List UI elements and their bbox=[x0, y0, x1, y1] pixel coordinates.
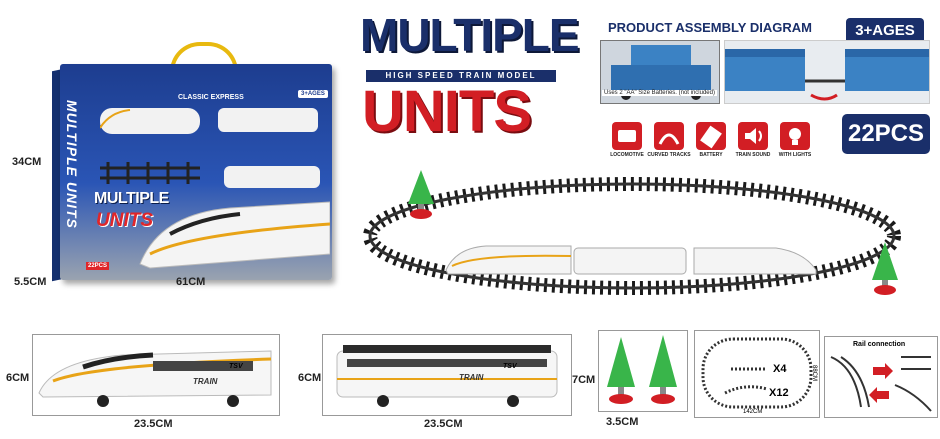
tree-image bbox=[408, 170, 434, 219]
box-loco-image bbox=[100, 108, 200, 134]
feature-label-locomotive: LOCOMOTIVE bbox=[610, 152, 644, 158]
box-classic-label: CLASSIC EXPRESS bbox=[178, 94, 244, 101]
rail-connection-image bbox=[830, 356, 932, 412]
layout-width-label: 142CM bbox=[743, 409, 763, 415]
box-track-image bbox=[100, 162, 200, 184]
layout-height-label: 88CM bbox=[811, 365, 817, 382]
box-pcs-label: 22PCS bbox=[86, 262, 110, 270]
box-front bbox=[60, 64, 332, 280]
car-panel: TSV TRAIN bbox=[322, 334, 572, 416]
sound-icon bbox=[738, 122, 768, 150]
rail-connection-label: Rail connection bbox=[853, 341, 906, 348]
box-ages-label: 3+AGES bbox=[298, 90, 328, 98]
box-multiple-text: MULTIPLE bbox=[94, 190, 169, 207]
box-vertical-title: MULTIPLE UNITS bbox=[64, 100, 80, 229]
locomotive-panel: TSV TRAIN bbox=[32, 334, 280, 416]
title-tagline: HIGH SPEED TRAIN MODEL bbox=[366, 70, 556, 82]
box-car-image-2 bbox=[224, 166, 320, 188]
battery-icon bbox=[696, 122, 726, 150]
title-units: UNITS bbox=[362, 79, 532, 144]
loco-train-text: TRAIN bbox=[193, 377, 218, 386]
trees-panel bbox=[598, 330, 688, 412]
box-height-label: 34CM bbox=[12, 156, 42, 168]
light-icon bbox=[780, 122, 810, 150]
car-image bbox=[336, 345, 558, 407]
box-front-train bbox=[139, 201, 330, 269]
loco-height-label: 6CM bbox=[6, 372, 30, 384]
tree-image-2 bbox=[872, 242, 898, 295]
box-units-text: UNITS bbox=[96, 210, 153, 231]
feature-label-battery: BATTERY bbox=[699, 152, 723, 158]
loco-tsv: TSV bbox=[229, 363, 243, 370]
coupling-image bbox=[724, 40, 930, 104]
loco-length-label: 23.5CM bbox=[134, 418, 173, 430]
car-height-label: 6CM bbox=[298, 372, 322, 384]
layout-train bbox=[445, 245, 817, 275]
battery-note: Uses 2 "AA" Size Batteries. (not include… bbox=[602, 90, 717, 96]
product-box: MULTIPLE UNITS CLASSIC EXPRESS 3+AGES MU… bbox=[52, 42, 332, 282]
tree-height-label: 7CM bbox=[572, 374, 596, 386]
box-car-image bbox=[218, 108, 318, 132]
title-multiple: MULTIPLE bbox=[360, 9, 580, 61]
box-train-illustrations bbox=[100, 108, 320, 188]
car-length-label: 23.5CM bbox=[424, 418, 463, 430]
ages-badge: 3+AGES bbox=[846, 18, 924, 44]
track-diagram bbox=[701, 337, 813, 409]
box-width-label: 61CM bbox=[176, 276, 206, 288]
track-layout-image bbox=[363, 177, 901, 295]
locomotive-icon bbox=[612, 122, 642, 150]
track-diagram-panel: X4 X12 88CM 142CM bbox=[694, 330, 820, 418]
pieces-badge: 22PCS bbox=[842, 114, 930, 154]
box-depth-label: 5.5CM bbox=[14, 276, 47, 288]
car-tsv: TSV bbox=[503, 363, 517, 370]
curved-count: X12 bbox=[769, 387, 789, 399]
feature-label-lights: WITH LIGHTS bbox=[778, 152, 812, 158]
curved-track-icon bbox=[654, 122, 684, 150]
car-train-text: TRAIN bbox=[459, 373, 484, 382]
assembly-title: PRODUCT ASSEMBLY DIAGRAM bbox=[608, 20, 812, 35]
locomotive-image bbox=[38, 350, 272, 407]
trees-image bbox=[607, 335, 677, 404]
rail-connection-panel: Rail connection bbox=[824, 336, 938, 418]
feature-label-sound: TRAIN SOUND bbox=[735, 152, 771, 158]
tree-width-label: 3.5CM bbox=[606, 416, 639, 428]
straight-count: X4 bbox=[773, 363, 787, 375]
feature-label-tracks: CURVED TRACKS bbox=[647, 152, 691, 158]
